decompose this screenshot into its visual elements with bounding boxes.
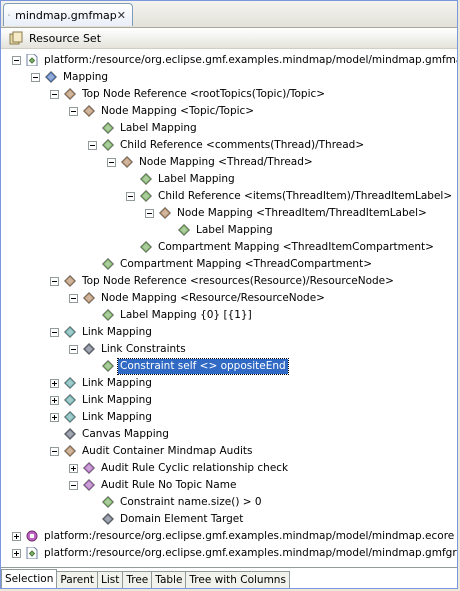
tree-node-label: Top Node Reference <rootTopics(Topic)/To… <box>82 88 326 100</box>
collapse-icon[interactable] <box>145 209 154 218</box>
audit-rule-icon <box>83 462 95 474</box>
tree-node-label: Canvas Mapping <box>82 428 169 440</box>
expand-icon[interactable] <box>50 396 59 405</box>
expand-icon[interactable] <box>50 413 59 422</box>
top-node-icon <box>64 275 76 287</box>
tab-table[interactable]: Table <box>151 571 187 588</box>
collapse-icon[interactable] <box>50 447 59 456</box>
collapse-icon[interactable] <box>50 277 59 286</box>
node-mapping-icon <box>83 292 95 304</box>
mapping-icon <box>45 71 57 83</box>
collapse-icon[interactable] <box>12 56 21 65</box>
tree-node-label: Audit Container Mindmap Audits <box>82 445 253 457</box>
tree-node-label: Domain Element Target <box>120 513 244 525</box>
tree-node-label: Label Mapping <box>158 173 235 185</box>
expand-icon[interactable] <box>12 549 21 558</box>
link-mapping-icon <box>64 394 76 406</box>
node-mapping-icon <box>83 105 95 117</box>
collapse-icon[interactable] <box>126 192 135 201</box>
label-mapping-icon <box>102 309 114 321</box>
resource-set-icon <box>9 31 23 45</box>
child-ref-icon <box>102 139 114 151</box>
top-node-icon <box>64 88 76 100</box>
tree-node-label: Link Mapping <box>82 411 152 423</box>
tree-node-label: Label Mapping <box>196 224 273 236</box>
tree-node-label: Child Reference <comments(Thread)/Thread… <box>120 139 365 151</box>
tree-node-label: Mapping <box>63 71 109 83</box>
expand-icon[interactable] <box>50 379 59 388</box>
child-ref-icon <box>140 190 152 202</box>
tab-parent[interactable]: Parent <box>56 571 99 588</box>
resource-set-title: Resource Set <box>29 31 102 45</box>
collapse-icon[interactable] <box>69 345 78 354</box>
tree-node-label: Node Mapping <ThreadItem/ThreadItemLabel… <box>177 207 427 219</box>
compartment-icon <box>140 241 152 253</box>
tree-node-label: Link Mapping <box>82 377 152 389</box>
tab-selection[interactable]: Selection <box>1 569 58 588</box>
domain-target-icon <box>102 513 114 525</box>
link-mapping-icon <box>64 326 76 338</box>
tree-node-label: Link Mapping <box>82 326 152 338</box>
collapse-icon[interactable] <box>31 73 40 82</box>
model-tree[interactable]: platform:/resource/org.eclipse.gmf.examp… <box>1 49 457 569</box>
collapse-icon[interactable] <box>69 294 78 303</box>
expand-icon[interactable] <box>12 532 21 541</box>
gmfgraph-file-icon <box>26 547 38 559</box>
tree-node-label: Label Mapping {0} [{1}] <box>120 309 252 321</box>
label-mapping-icon <box>102 122 114 134</box>
node-mapping-icon <box>121 156 133 168</box>
tree-node-label: Audit Rule Cyclic relationship check <box>101 462 289 474</box>
resource-file-icon <box>26 54 38 66</box>
tab-tree-with-columns[interactable]: Tree with Columns <box>185 571 290 588</box>
tree-node-label: Label Mapping <box>120 122 197 134</box>
ecore-file-icon <box>26 530 38 542</box>
collapse-icon[interactable] <box>88 141 97 150</box>
tree-node-label: Compartment Mapping <ThreadCompartment> <box>120 258 372 270</box>
tree-node-label: Compartment Mapping <ThreadItemCompartme… <box>158 241 434 253</box>
audit-rule-icon <box>83 479 95 491</box>
editor-tab-mindmap[interactable]: mindmap.gmfmap ✕ <box>3 3 133 26</box>
tree-node-label: Link Constraints <box>101 343 186 355</box>
label-mapping-icon <box>140 173 152 185</box>
collapse-icon[interactable] <box>69 107 78 116</box>
editor-tabbar: mindmap.gmfmap ✕ <box>1 1 457 28</box>
resource-set-header: Resource Set <box>1 28 457 49</box>
link-constraints-icon <box>83 343 95 355</box>
compartment-icon <box>102 258 114 270</box>
node-mapping-icon <box>159 207 171 219</box>
collapse-icon[interactable] <box>107 158 116 167</box>
tree-node-label: Audit Rule No Topic Name <box>101 479 237 491</box>
tree-node-label: Constraint name.size() > 0 <box>120 496 262 508</box>
tab-list[interactable]: List <box>97 571 124 588</box>
canvas-mapping-icon <box>64 428 76 440</box>
tree-node-label: Node Mapping <Thread/Thread> <box>139 156 313 168</box>
tree-node-label: platform:/resource/org.eclipse.gmf.examp… <box>44 547 457 559</box>
collapse-icon[interactable] <box>69 481 78 490</box>
tree-node-label: Link Mapping <box>82 394 152 406</box>
collapse-icon[interactable] <box>50 328 59 337</box>
tree-node-label: Constraint self <> oppositeEnd <box>117 358 289 375</box>
tree-node-label: Node Mapping <Resource/ResourceNode> <box>101 292 325 304</box>
tab-tree[interactable]: Tree <box>122 571 153 588</box>
editor-tab-label: mindmap.gmfmap <box>15 8 117 22</box>
label-mapping-icon <box>178 224 190 236</box>
close-icon[interactable]: ✕ <box>116 8 126 22</box>
expand-icon[interactable] <box>69 464 78 473</box>
link-mapping-icon <box>64 377 76 389</box>
audit-container-icon <box>64 445 76 457</box>
tree-node-label: platform:/resource/org.eclipse.gmf.examp… <box>44 54 457 66</box>
gmfmap-file-icon <box>8 14 10 16</box>
constraint-icon <box>102 496 114 508</box>
tree-node-label: Child Reference <items(ThreadItem)/Threa… <box>158 190 453 202</box>
tree-node-label: Top Node Reference <resources(Resource)/… <box>82 275 394 287</box>
link-mapping-icon <box>64 411 76 423</box>
tree-node-label: Node Mapping <Topic/Topic> <box>101 105 255 117</box>
tree-node-label: platform:/resource/org.eclipse.gmf.examp… <box>44 530 455 542</box>
collapse-icon[interactable] <box>50 90 59 99</box>
constraint-icon <box>102 360 114 372</box>
